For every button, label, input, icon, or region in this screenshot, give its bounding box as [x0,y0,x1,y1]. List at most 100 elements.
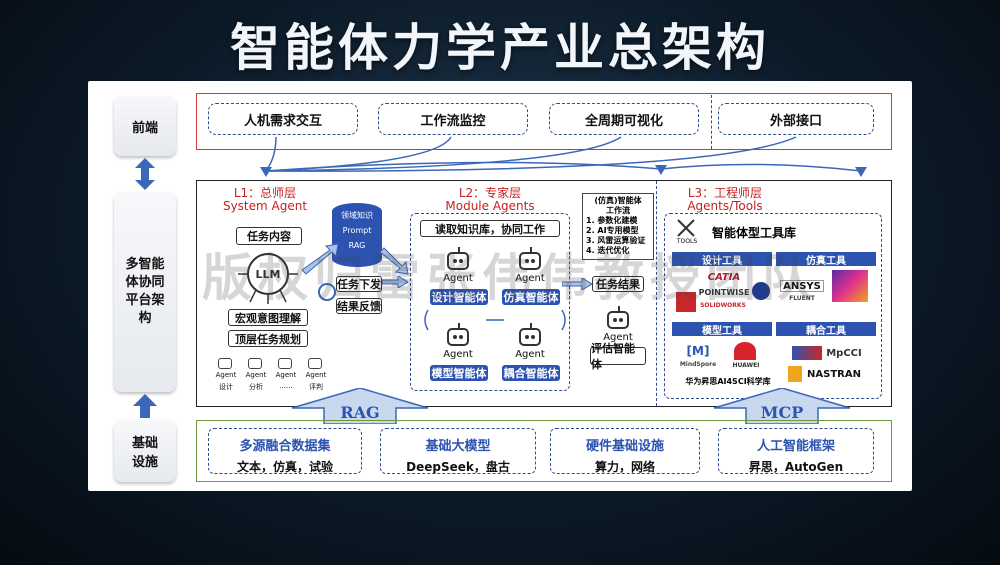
l2-subtitle: Module Agents [445,199,535,213]
sub-agent-role: ...... [279,382,293,390]
infra-title: 人工智能框架 [756,439,835,454]
llm-label: LLM [256,268,281,281]
sub-agent-role: 设计 [219,383,233,391]
watermark: 版权归雷张伟伟教授团队 [202,249,818,307]
agent-icon [248,358,262,369]
infra-sub: DeepSeek，盘古 [406,460,510,474]
pointwise-logo: POINTWISE [698,287,750,297]
design-tools-header: 设计工具 [672,252,772,267]
solidworks-icon [676,292,696,312]
tools-icon [677,219,695,237]
fluent-logo: FLUENT [789,294,815,302]
infra-title: 硬件基础设施 [585,439,664,454]
nastran-icon [788,366,802,382]
sub-agent-role: 评判 [309,383,323,391]
frontend-item-visualization: 全周期可视化 [549,103,699,135]
frontend-item-interface: 外部接口 [718,103,874,135]
mpcci-icon [792,346,822,360]
coupling-tools-header: 耦合工具 [776,322,876,337]
l2-title: L2：专家层 [458,186,522,200]
note-line: 工作流 [606,206,630,215]
flow-arrows [301,243,409,275]
frontend-divider [711,95,712,149]
frontend-item-interaction: 人机需求交互 [208,103,358,135]
simulation-agent-tag: 仿真智能体 [502,289,560,305]
globe-icon [752,282,770,300]
rag-arrow [291,388,429,424]
top-planning-box: 顶层任务规划 [228,330,308,347]
infra-dataset-box: 多源融合数据集 文本，仿真，试验 [208,428,362,474]
infrastructure-box [196,420,892,482]
agent-icon [218,358,232,369]
infra-model-box: 基础大模型 DeepSeek，盘古 [380,428,536,474]
agent-label: Agent [603,332,633,343]
sub-agent-label: Agent [275,371,297,379]
knowledge-rag: RAG [348,241,366,250]
design-agent-tag: 设计智能体 [430,289,488,305]
sim-tools-header: 仿真工具 [776,252,876,267]
knowledge-labels: 领域知识 Prompt RAG [332,208,382,253]
infra-sub: 文本，仿真，试验 [236,460,333,474]
agent-icon [278,358,292,369]
macro-intent-box: 宏观意图理解 [228,309,308,326]
infra-title: 多源融合数据集 [239,439,331,454]
mcp-arrow [713,388,851,424]
frontend-item-monitor: 工作流监控 [378,103,528,135]
note-line: 1. 参数化建模 [586,216,638,225]
platform-divider [656,181,657,406]
double-arrow-icon [135,158,155,190]
model-agent-tag: 模型智能体 [430,365,488,381]
page-title: 智能体力学产业总架构 [230,19,770,77]
cycle-icon [318,283,336,301]
agent-label: Agent [515,349,545,360]
right-arrow-icon [562,278,592,290]
task-content-box: 任务内容 [236,227,302,245]
knowledge-base-cylinder [332,203,382,267]
model-tools-header: 模型工具 [672,322,772,337]
infra-sub: 算力，网络 [594,460,655,474]
l1-subtitle: System Agent [222,199,308,213]
knowledge-prompt: Prompt [342,226,372,235]
row-label-base: 基础设施 [114,420,176,482]
catia-logo: CATIA [707,271,741,283]
robot-icon [447,323,469,346]
mindspore-mark: [M] [686,344,710,358]
evaluation-agent-box: 评估智能体 [590,342,646,371]
frontend-connector-curves [260,136,867,177]
sub-agent-label: Agent [245,371,267,379]
tool-library-title: 智能体型工具库 [712,226,797,240]
infra-title: 基础大模型 [425,439,491,454]
note-line: 4. 迭代优化 [586,246,630,255]
knowledge-domain: 领域知识 [341,211,373,220]
frontend-box [196,93,892,150]
l1-title: L1：总师层 [233,186,297,200]
sub-agent-label: Agent [215,371,237,379]
l3-title: L3：工程师层 [687,186,763,200]
huawei-logo: HUAWEI [732,361,760,369]
nastran-logo: NASTRAN [807,368,861,380]
read-knowledge-box: 读取知识库，协同工作 [420,220,560,237]
task-dispatch-box: 任务下发 [336,276,382,292]
sub-agent-label: Agent [305,371,327,379]
mcp-label: MCP [760,403,804,422]
sub-agent-role: 分析 [249,383,263,391]
robot-icon [519,323,541,346]
software-logo [832,270,868,302]
llm-brain-icon: LLM [238,253,298,304]
huawei-icon [734,342,756,360]
result-feedback-box: 结果反馈 [336,298,382,314]
platform-box [196,180,892,407]
robot-icon [519,247,541,270]
huawei-ai4sci-label: 华为昇思AI4SCI科学库 [685,377,771,386]
coupling-agent-tag: 耦合智能体 [502,365,560,381]
task-result-box: 任务结果 [592,276,644,292]
note-line: 3. 风雷运算验证 [586,236,646,245]
note-line: (仿真)智能体 [594,196,642,205]
solidworks-logo: SOLIDWORKS [700,301,746,309]
l3-subtitle: Agents/Tools [687,199,763,213]
cycle-arrows-icon [424,309,566,331]
row-label-platform: 多智能体协同平台架构 [114,192,176,392]
infra-hardware-box: 硬件基础设施 算力，网络 [550,428,700,474]
agent-label: Agent [515,273,545,284]
simulation-workflow-note: (仿真)智能体 工作流 1. 参数化建模 2. AI专用模型 3. 风雷运算验证… [582,193,654,260]
